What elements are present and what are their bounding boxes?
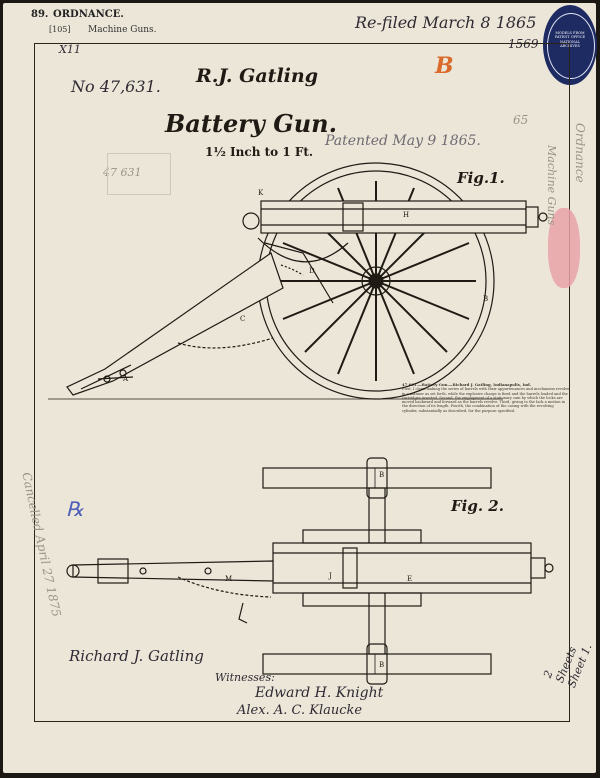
grade-mark: B <box>435 53 454 79</box>
fig1-label: Fig.1. <box>457 169 505 187</box>
faded-stamp-box <box>107 153 171 195</box>
witnesses-label: Witnesses: <box>215 671 275 684</box>
letter-M: M <box>225 575 232 583</box>
patent-number: No 47,631. <box>71 77 161 96</box>
stamp-number: 47 631 <box>103 166 142 179</box>
letter-B: B <box>483 295 488 303</box>
fig2-gun-body <box>244 529 554 607</box>
drawing-frame <box>34 43 570 722</box>
patented-date: Patented May 9 1865. <box>325 133 481 149</box>
letter-D: D <box>309 267 315 275</box>
corner-mark: X11 <box>59 43 81 56</box>
witness-1-signature: Edward H. Knight <box>255 685 384 701</box>
letter-C: C <box>240 315 245 323</box>
drawing-svg: H D C B K A J E B B M <box>48 162 554 685</box>
blue-pencil-mark: ℞ <box>66 497 84 521</box>
witness-2-signature: Alex. A. C. Klaucke <box>237 703 363 718</box>
fig1-trail <box>66 237 349 396</box>
header-number: 89. <box>31 9 49 20</box>
letter-H: H <box>403 211 409 219</box>
header-subclass-code: [105] <box>49 25 71 34</box>
fig2-trail <box>66 558 274 624</box>
fig2-wheels <box>262 457 492 685</box>
letter-K: K <box>258 189 264 197</box>
printed-claim: 47,631.—Battery Gun.—Richard J. Gatling,… <box>402 383 570 413</box>
letter-B2: B <box>379 661 384 669</box>
letter-J: J <box>328 572 332 580</box>
refiled-note: Re-filed March 8 1865 <box>355 13 537 32</box>
fig2-label: Fig. 2. <box>451 497 504 515</box>
letter-A: A <box>122 375 129 383</box>
letter-E: E <box>407 575 412 583</box>
fig1-barrel <box>242 200 548 234</box>
fig1-wheel <box>257 162 495 400</box>
invention-title: Battery Gun. <box>165 109 337 138</box>
header-subclass: Machine Guns. <box>88 25 157 35</box>
wax-seal-mark <box>548 208 580 288</box>
header-category: ORDNANCE. <box>53 9 124 20</box>
letter-B3: B <box>379 471 384 479</box>
drawing-scale: 1½ Inch to 1 Ft. <box>205 145 314 159</box>
patent-sheet: 89. ORDNANCE. [105] Machine Guns. X11 Re… <box>3 3 597 773</box>
refiled-code: 1569 <box>508 37 539 51</box>
mid-right-note: 65 <box>513 113 529 127</box>
inventor-signature: Richard J. Gatling <box>69 647 204 665</box>
inventor-title: R.J. Gatling <box>196 65 318 87</box>
